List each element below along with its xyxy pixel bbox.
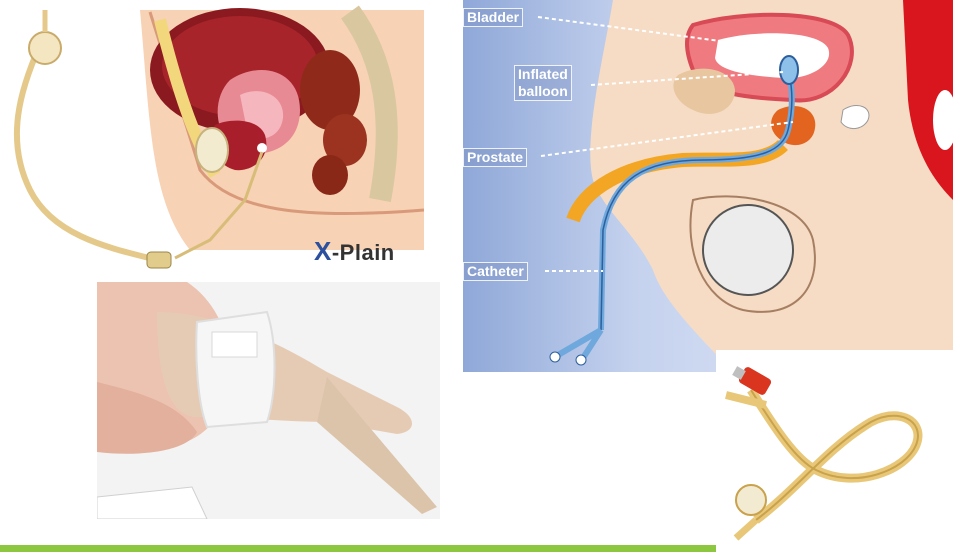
foley-catheter-photo [716, 350, 953, 550]
label-bladder: Bladder [463, 8, 523, 27]
label-inflated-line1: Inflated [518, 66, 568, 83]
accent-bar [0, 545, 716, 552]
female-anatomy-illustration: X-Plain [0, 0, 424, 284]
label-catheter: Catheter [463, 262, 528, 281]
external-catheter-photo [97, 282, 440, 519]
male-anatomy-diagram [463, 0, 953, 372]
label-inflated-balloon: Inflated balloon [514, 65, 572, 101]
xplain-logo: X-Plain [314, 236, 395, 267]
xplain-logo-text: -Plain [332, 240, 395, 265]
label-prostate: Prostate [463, 148, 527, 167]
label-inflated-line2: balloon [518, 83, 568, 100]
xplain-logo-mark: X [314, 236, 332, 266]
